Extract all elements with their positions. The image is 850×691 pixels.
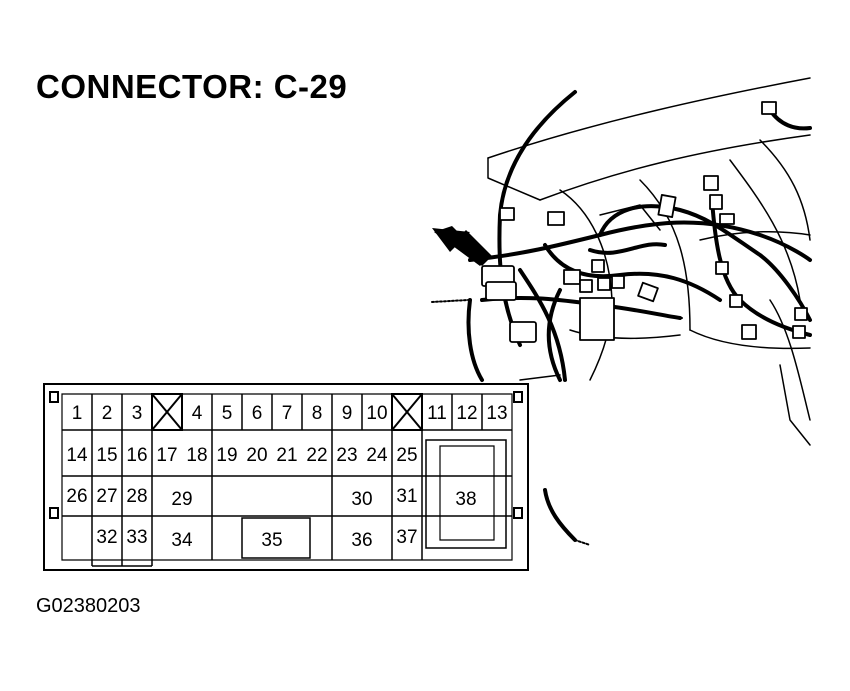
pin-label: 19 (216, 445, 237, 466)
pin-label: 5 (222, 403, 233, 424)
pin-label: 18 (186, 445, 207, 466)
pin-label: 9 (342, 403, 353, 424)
pin-label: 10 (366, 403, 387, 424)
pin-label: 13 (486, 403, 507, 424)
pin-label: 11 (427, 403, 447, 424)
pin-label: 30 (351, 489, 372, 510)
pin-label: 2 (102, 403, 113, 424)
pin-label: 15 (96, 445, 117, 466)
pin-label: 16 (126, 445, 147, 466)
pin-labels: 1 2 3 4 5 6 7 8 9 10 11 12 13 14 15 16 1… (66, 403, 507, 551)
pin-label: 8 (312, 403, 323, 424)
pin-label: 21 (276, 445, 297, 466)
pin-label: 20 (246, 445, 267, 466)
pin-label: 14 (66, 445, 88, 466)
pin-label: 35 (261, 530, 282, 551)
pin-label: 7 (282, 403, 293, 424)
pin-label: 17 (156, 445, 177, 466)
pointer-arrow (432, 226, 492, 266)
pin-label: 31 (396, 486, 417, 507)
figure-id: G02380203 (36, 595, 141, 617)
pin-label: 38 (455, 489, 476, 510)
pin-label: 27 (96, 486, 117, 507)
pin-label: 12 (456, 403, 477, 424)
pin-label: 32 (96, 527, 117, 548)
pin-label: 29 (171, 489, 192, 510)
pin-label: 25 (396, 445, 417, 466)
pin-label: 23 (336, 445, 357, 466)
pin-label: 3 (132, 403, 143, 424)
pin-label: 4 (192, 403, 203, 424)
pin-label: 1 (72, 403, 83, 424)
pin-label: 33 (126, 527, 147, 548)
pin-label: 26 (66, 486, 87, 507)
pin-label: 36 (351, 530, 372, 551)
connector-face (43, 383, 529, 571)
dashboard-illustration (431, 77, 812, 546)
pin-label: 24 (366, 445, 388, 466)
pin-label: 22 (306, 445, 327, 466)
diagram-title: CONNECTOR: C-29 (36, 68, 348, 105)
pin-label: 28 (126, 486, 147, 507)
pin-label: 6 (252, 403, 263, 424)
pin-label: 34 (171, 530, 193, 551)
pin-label: 37 (396, 527, 417, 548)
